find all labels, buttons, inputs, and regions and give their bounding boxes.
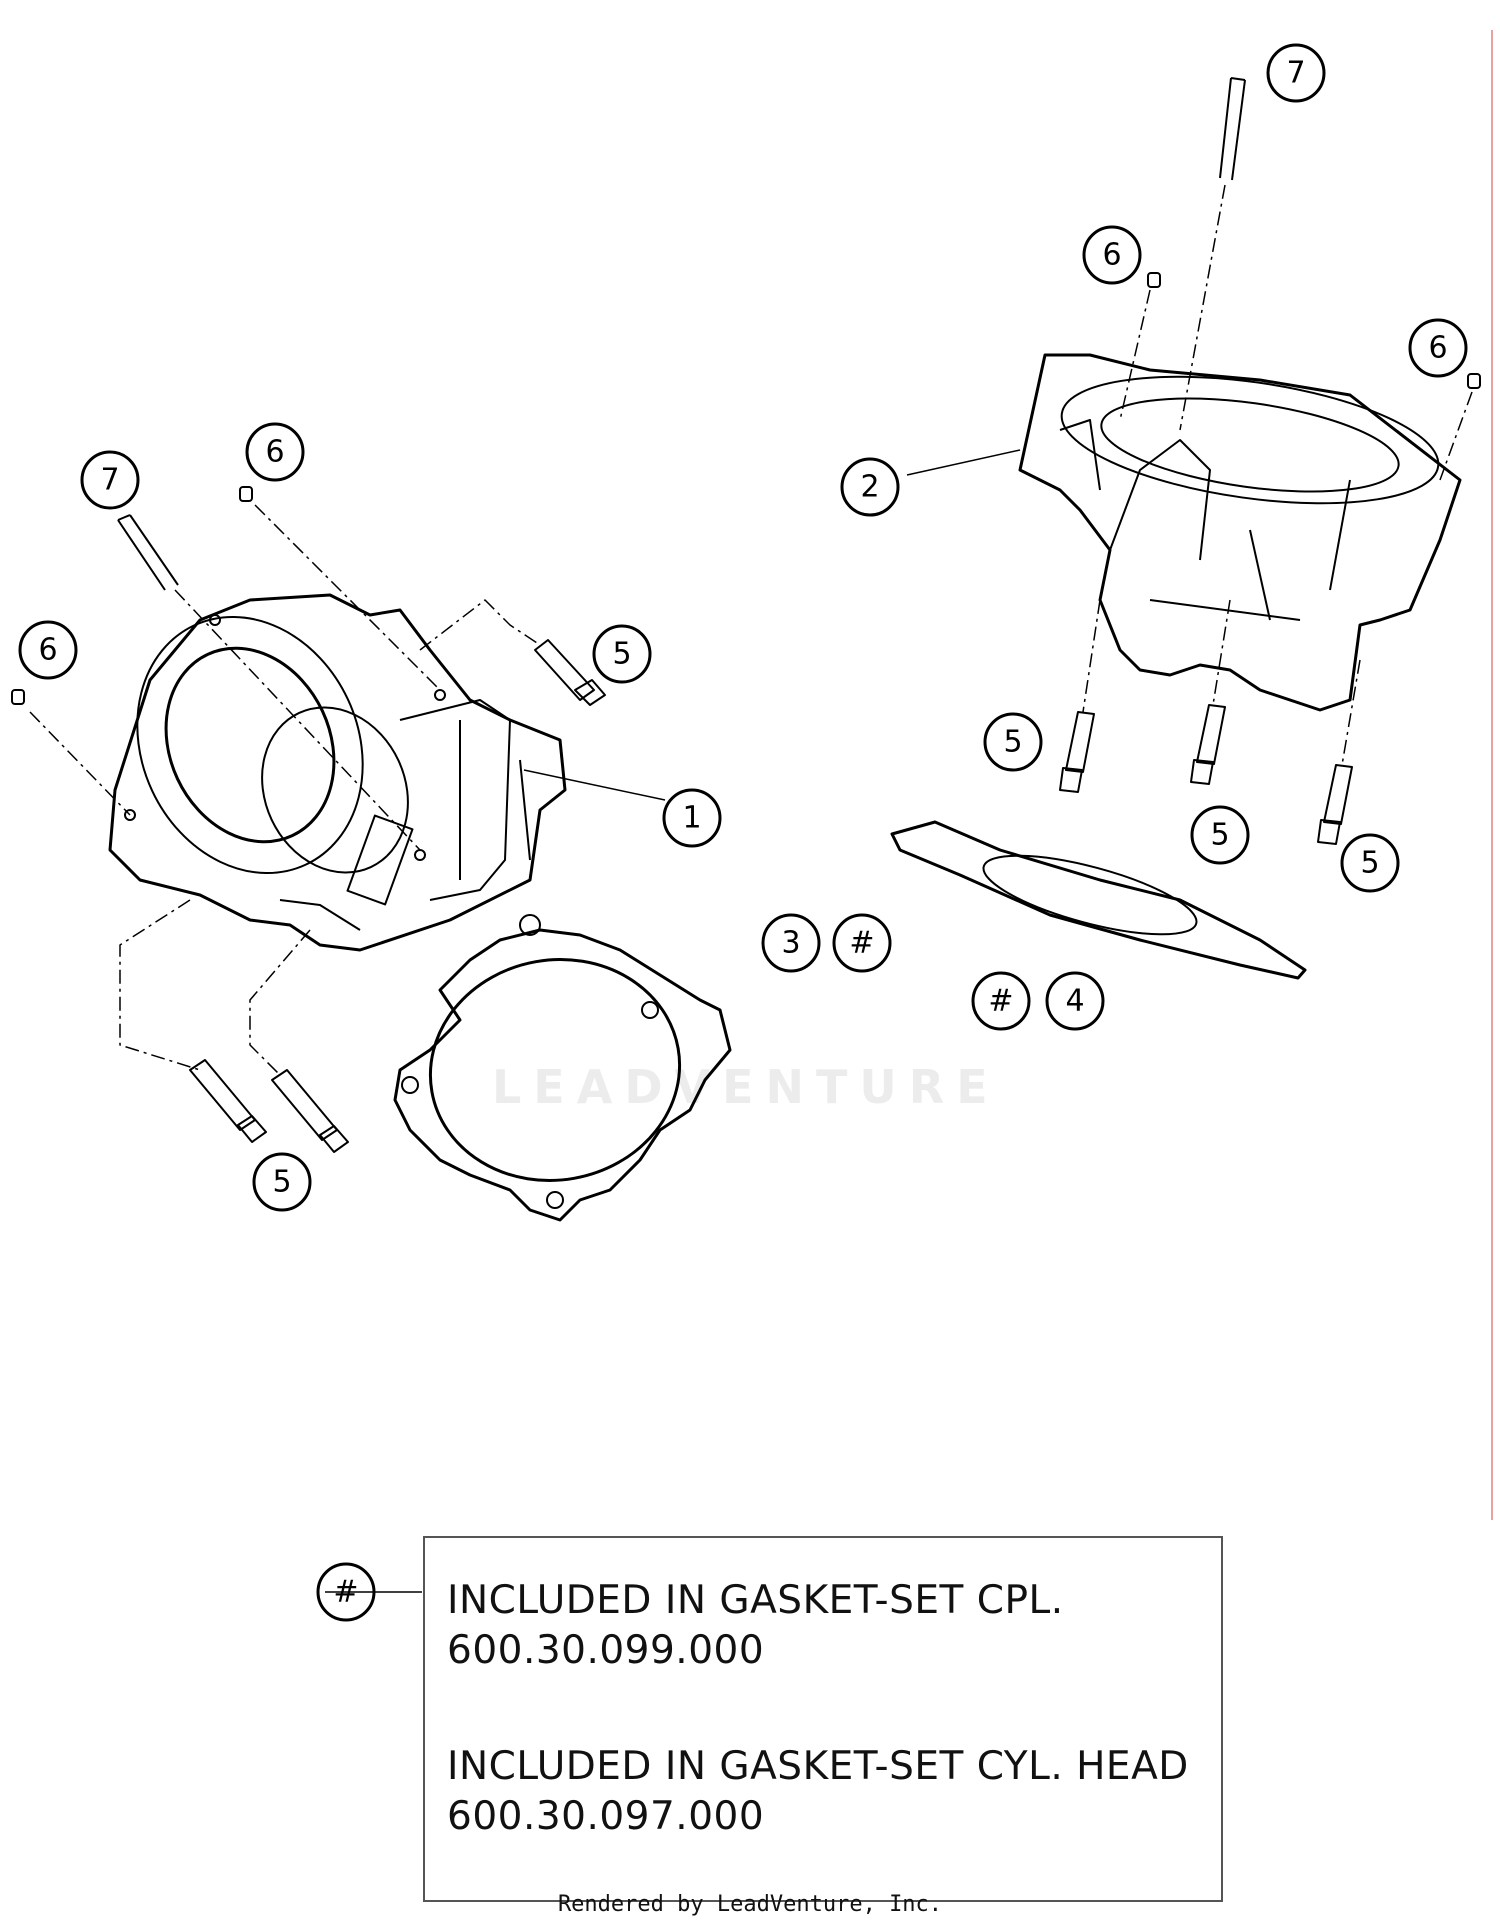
callout-6: 6 <box>1102 238 1121 273</box>
footer-credit: Rendered by LeadVenture, Inc. <box>557 1892 943 1917</box>
screw <box>1059 711 1095 793</box>
callout-6: 6 <box>265 435 284 470</box>
callout-4: 4 <box>1065 984 1084 1019</box>
note-symbol: # <box>333 1575 358 1610</box>
dowel-pin <box>1147 272 1161 288</box>
gasket-right <box>890 820 1307 980</box>
screw <box>189 1059 267 1143</box>
right-margin-line <box>1491 30 1493 1520</box>
callout-6: 6 <box>38 633 57 668</box>
callout-5: 5 <box>1360 846 1379 881</box>
dowel-pin <box>239 486 253 502</box>
callout-circles <box>18 43 1468 1622</box>
assembly-guides <box>29 184 1473 1076</box>
watermark: LEADVENTURE <box>492 1060 1000 1114</box>
screw <box>534 639 606 706</box>
note-line-4: 600.30.097.000 <box>447 1794 765 1839</box>
legend-note-box: INCLUDED IN GASKET-SET CPL. 600.30.099.0… <box>423 1536 1223 1902</box>
callout-3: 3 <box>781 926 800 961</box>
stud-left <box>117 514 179 591</box>
cylinder-left <box>108 593 567 952</box>
callout-7: 7 <box>100 463 119 498</box>
callout-5: 5 <box>1003 725 1022 760</box>
stud-right <box>1219 77 1246 181</box>
callout-5: 5 <box>612 637 631 672</box>
note-line-1: INCLUDED IN GASKET-SET CPL. <box>447 1578 1064 1623</box>
callout-7: 7 <box>1286 56 1305 91</box>
callout-5: 5 <box>272 1165 291 1200</box>
callout-6: 6 <box>1428 331 1447 366</box>
callout-5: 5 <box>1210 818 1229 853</box>
screw <box>1317 764 1353 845</box>
callout-2: 2 <box>860 470 879 505</box>
callout-hash: # <box>849 926 874 961</box>
dowel-pin <box>11 689 25 705</box>
callout-1: 1 <box>682 801 701 836</box>
screw <box>1190 704 1226 785</box>
note-line-2: 600.30.099.000 <box>447 1628 765 1673</box>
screw <box>271 1069 349 1153</box>
cylinder-right <box>1018 353 1462 712</box>
note-line-3: INCLUDED IN GASKET-SET CYL. HEAD <box>447 1744 1189 1789</box>
dowel-pin <box>1467 373 1481 389</box>
gasket-left <box>393 914 732 1222</box>
callout-hash: # <box>988 984 1013 1019</box>
